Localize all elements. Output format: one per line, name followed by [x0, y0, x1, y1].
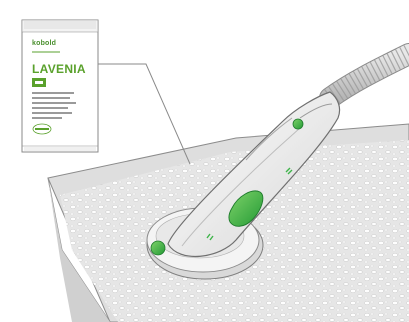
sachet-product-name: LAVENIA: [32, 62, 86, 76]
upholstery-symbol-icon: [32, 78, 46, 87]
vacuum-hose-icon: [330, 54, 409, 98]
callout-line: [84, 64, 190, 164]
sachet-brand: kobold: [32, 40, 56, 47]
green-release-button: [151, 241, 165, 255]
